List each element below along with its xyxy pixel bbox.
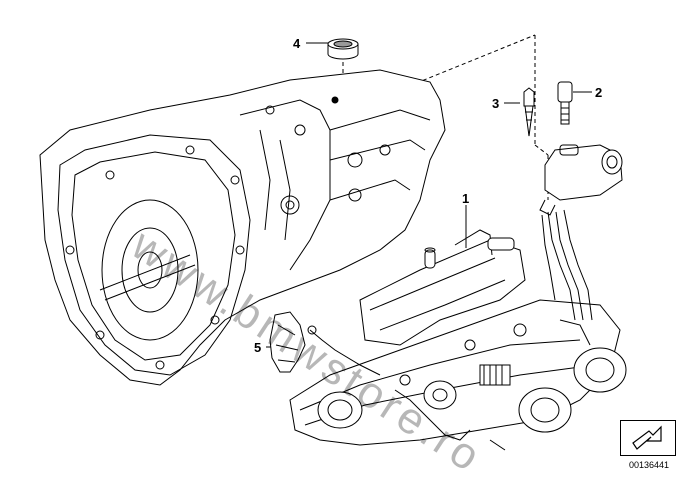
- plug-part: [327, 38, 359, 60]
- reference-number: 00136441: [628, 460, 670, 470]
- hydraulic-unit: [539, 144, 623, 321]
- clip-part: [269, 311, 381, 376]
- shift-module: [289, 229, 627, 451]
- callout-3[interactable]: 3: [492, 96, 500, 111]
- gearbox-housing: [39, 69, 446, 386]
- callout-5[interactable]: 5: [254, 340, 262, 355]
- bolt-part: [557, 81, 573, 125]
- callout-1[interactable]: 1: [462, 191, 470, 206]
- arrow-nav-icon: [632, 425, 662, 450]
- nav-box[interactable]: [620, 420, 676, 456]
- valve-part: [523, 87, 535, 137]
- callout-2[interactable]: 2: [595, 85, 603, 100]
- callout-4[interactable]: 4: [293, 36, 301, 51]
